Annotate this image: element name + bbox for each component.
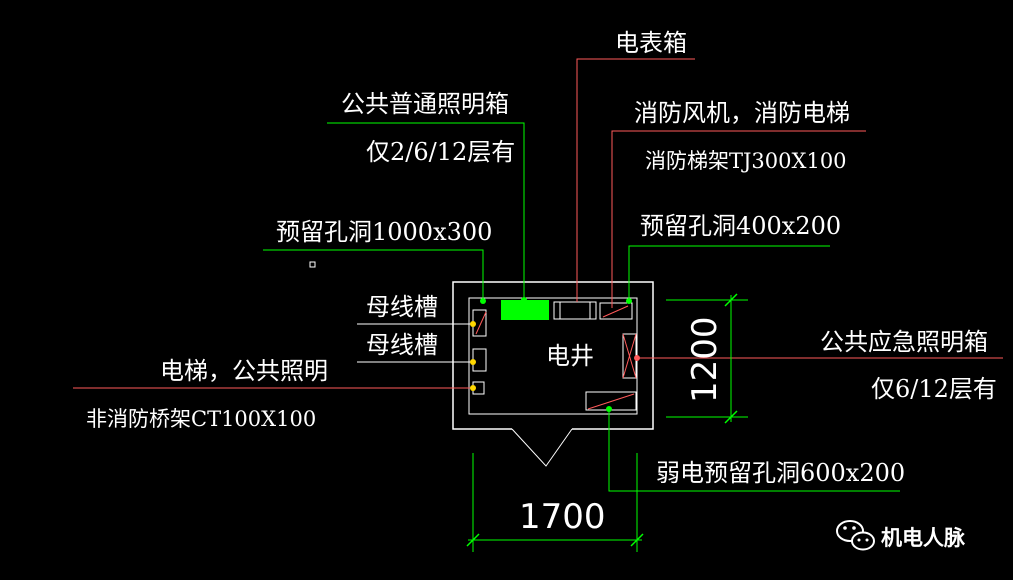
wechat-icon — [836, 520, 875, 551]
label-meter-box: 电表箱 — [615, 29, 687, 57]
leader-weak-current — [608, 409, 900, 492]
label-reserved-hole-400: 预留孔洞400x200 — [640, 212, 841, 240]
door-swing — [511, 428, 573, 467]
public-lighting-box-symbol — [501, 300, 549, 320]
leader-reserved-400 — [628, 245, 830, 301]
leader-fire-fan — [611, 130, 866, 308]
label-busway-2: 母线槽 — [366, 331, 438, 359]
shaft-name: 电井 — [546, 342, 594, 370]
label-public-lighting-floors: 仅2/6/12层有 — [366, 138, 515, 166]
small-marker — [309, 261, 316, 268]
label-reserved-hole-1000: 预留孔洞1000x300 — [276, 218, 492, 246]
label-elevator-lighting: 电梯，公共照明 — [160, 357, 328, 385]
dim-width-label: 1700 — [519, 497, 606, 537]
label-emergency-floors: 仅6/12层有 — [871, 375, 997, 403]
fire-tray-hatch — [602, 305, 629, 318]
watermark-text: 机电人脉 — [881, 526, 966, 550]
leader-public-lighting — [327, 122, 525, 300]
label-busway-1: 母线槽 — [366, 293, 438, 321]
label-fire-fan-elevator: 消防风机，消防电梯 — [634, 99, 850, 127]
leader-reserved-1000 — [263, 249, 484, 301]
label-public-lighting-box: 公共普通照明箱 — [341, 90, 509, 118]
leader-meter-box — [576, 58, 695, 302]
fire-tray-symbol — [599, 302, 633, 320]
dim-depth-label: 1200 — [685, 316, 725, 403]
label-nonfire-tray: 非消防桥架CT100X100 — [86, 407, 316, 431]
label-fire-tray: 消防梯架TJ300X100 — [645, 149, 847, 173]
label-emergency-lighting-box: 公共应急照明箱 — [820, 328, 988, 356]
meter-box-symbol — [553, 301, 597, 320]
label-weak-current-hole: 弱电预留孔洞600x200 — [656, 459, 905, 487]
